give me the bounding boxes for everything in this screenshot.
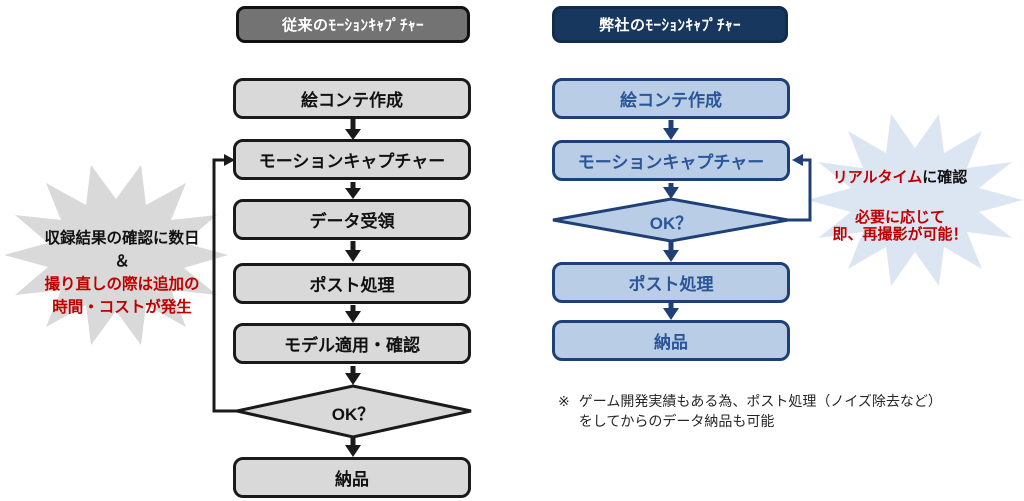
left-burst-line2: ＆ — [114, 253, 130, 270]
left-burst-line4: 時間・コストが発生 — [52, 299, 192, 316]
footnote-text: ゲーム開発実績もある為、ポスト処理（ノイズ除去など） をしてからのデータ納品も可… — [579, 391, 942, 431]
right-burst-line2: 必要に応じて — [854, 209, 945, 226]
footnote-line1: ゲーム開発実績もある為、ポスト処理（ノイズ除去など） — [578, 393, 942, 409]
footnote-line2: をしてからのデータ納品も可能 — [578, 413, 775, 429]
right-step-motion-capture: モーションキャプチャー — [552, 140, 790, 181]
right-burst-line3: 即、再撮影が可能！ — [832, 226, 968, 243]
left-step-storyboard: 絵コンテ作成 — [233, 78, 471, 119]
left-burst-shape — [4, 165, 228, 345]
right-burst-line1-black: に確認 — [922, 169, 968, 186]
left-feedback-arrow — [212, 154, 237, 413]
left-burst-line3: 撮り直しの際は追加の — [44, 276, 200, 293]
left-step-delivery: 納品 — [233, 457, 471, 498]
left-burst-line1: 収録結果の確認に数日 — [44, 230, 200, 247]
right-column-header: 弊社のﾓｰｼｮﾝｷｬﾌﾟﾁｬｰ — [552, 6, 788, 43]
left-step-post-process: ポスト処理 — [233, 263, 471, 304]
right-decision-diamond — [552, 197, 789, 243]
left-step-model-apply: モデル適用・確認 — [233, 323, 471, 364]
right-burst-callout: リアルタイムに確認 必要に応じて 即、再撮影が可能！ — [800, 169, 1000, 243]
right-step-storyboard: 絵コンテ作成 — [552, 78, 790, 119]
right-decision-label: OK？ — [649, 214, 693, 233]
right-feedback-arrow — [788, 154, 812, 222]
right-burst-line1: リアルタイムに確認 — [800, 169, 1000, 186]
right-flow-arrows — [663, 120, 679, 320]
left-burst-callout: 収録結果の確認に数日 ＆ 撮り直しの際は追加の 時間・コストが発生 — [22, 227, 222, 319]
left-step-motion-capture: モーションキャプチャー — [233, 139, 471, 180]
left-column-header: 従来のﾓｰｼｮﾝｷｬﾌﾟﾁｬｰ — [236, 6, 470, 43]
right-burst-line1-red: リアルタイム — [832, 169, 923, 186]
left-decision-label: OK？ — [331, 405, 375, 424]
right-burst-shape — [807, 114, 1023, 286]
footnote: ※ ゲーム開発実績もある為、ポスト処理（ノイズ除去など） をしてからのデータ納品… — [558, 391, 942, 431]
left-decision-diamond — [236, 384, 472, 439]
right-step-delivery: 納品 — [552, 320, 790, 361]
footnote-marker: ※ — [558, 393, 570, 409]
left-flow-arrows — [345, 119, 361, 457]
right-step-post-process: ポスト処理 — [552, 262, 790, 303]
left-step-data-receipt: データ受領 — [233, 199, 471, 240]
